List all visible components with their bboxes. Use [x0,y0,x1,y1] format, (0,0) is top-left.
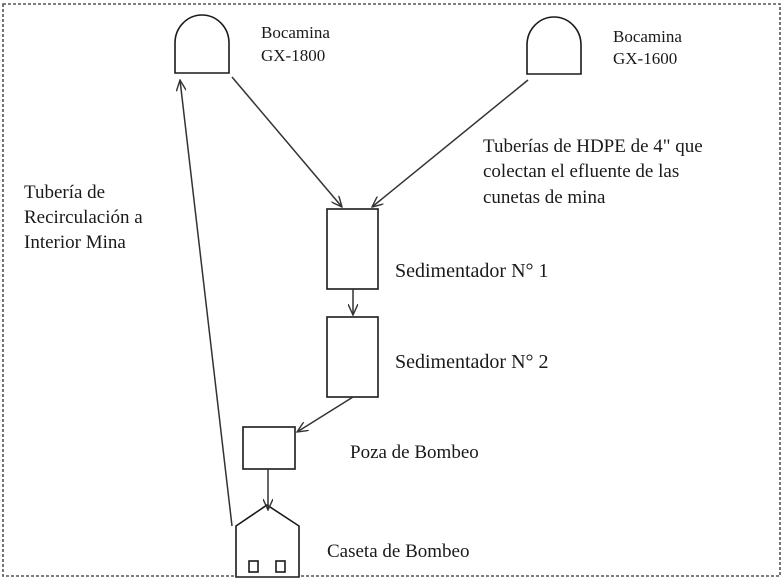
bocamina-gx1600-shape [526,16,582,75]
recirculacion-annotation-line3: Interior Mina [24,232,126,253]
sedimentador-1-label: Sedimentador N° 1 [395,260,549,282]
flow-arrow-recirculacion-to-bocamina1800 [180,80,233,527]
hdpe-annotation-line2: colectan el efluente de las [483,161,679,182]
sedimentador-2-node: Sedimentador N° 2 [326,316,549,398]
sedimentador-2-shape [326,316,379,398]
bocamina-gx1800-label-line2: GX-1800 [261,46,325,65]
sedimentador-2-label: Sedimentador N° 2 [395,351,549,373]
flow-arrow-bocamina1800-to-sedimentador1 [231,76,342,207]
flow-arrow-bocamina1600-to-sedimentador1 [372,79,529,207]
bocamina-gx1800-node: Bocamina GX-1800 [174,14,330,74]
recirculacion-annotation-line2: Recirculación a [24,207,143,228]
caseta-de-bombeo-node: Caseta de Bombeo [235,504,469,578]
bocamina-gx1800-label-line1: Bocamina [261,23,330,42]
poza-de-bombeo-label: Poza de Bombeo [350,442,479,463]
flow-arrow-sedimentador2-to-poza [297,396,354,432]
recirculacion-annotation: Tubería de Recirculación a Interior Mina [24,182,143,253]
diagram-frame [2,3,781,577]
poza-de-bombeo-node: Poza de Bombeo [242,426,479,470]
poza-de-bombeo-shape [242,426,296,470]
caseta-window-right [275,560,286,573]
bocamina-gx1600-label-line1: Bocamina [613,27,682,46]
hdpe-annotation-line1: Tuberías de HDPE de 4" que [483,136,703,157]
bocamina-gx1800-shape [174,14,230,74]
caseta-de-bombeo-label: Caseta de Bombeo [327,541,469,562]
hdpe-annotation: Tuberías de HDPE de 4" que colectan el e… [483,136,703,208]
hdpe-annotation-line3: cunetas de mina [483,187,606,208]
caseta-window-left [248,560,259,573]
sedimentador-1-node: Sedimentador N° 1 [326,208,549,290]
recirculacion-annotation-line1: Tubería de [24,182,105,203]
bocamina-gx1600-label-line2: GX-1600 [613,49,677,68]
sedimentador-1-shape [326,208,379,290]
caseta-de-bombeo-shape [235,504,300,578]
bocamina-gx1600-node: Bocamina GX-1600 [526,16,682,75]
